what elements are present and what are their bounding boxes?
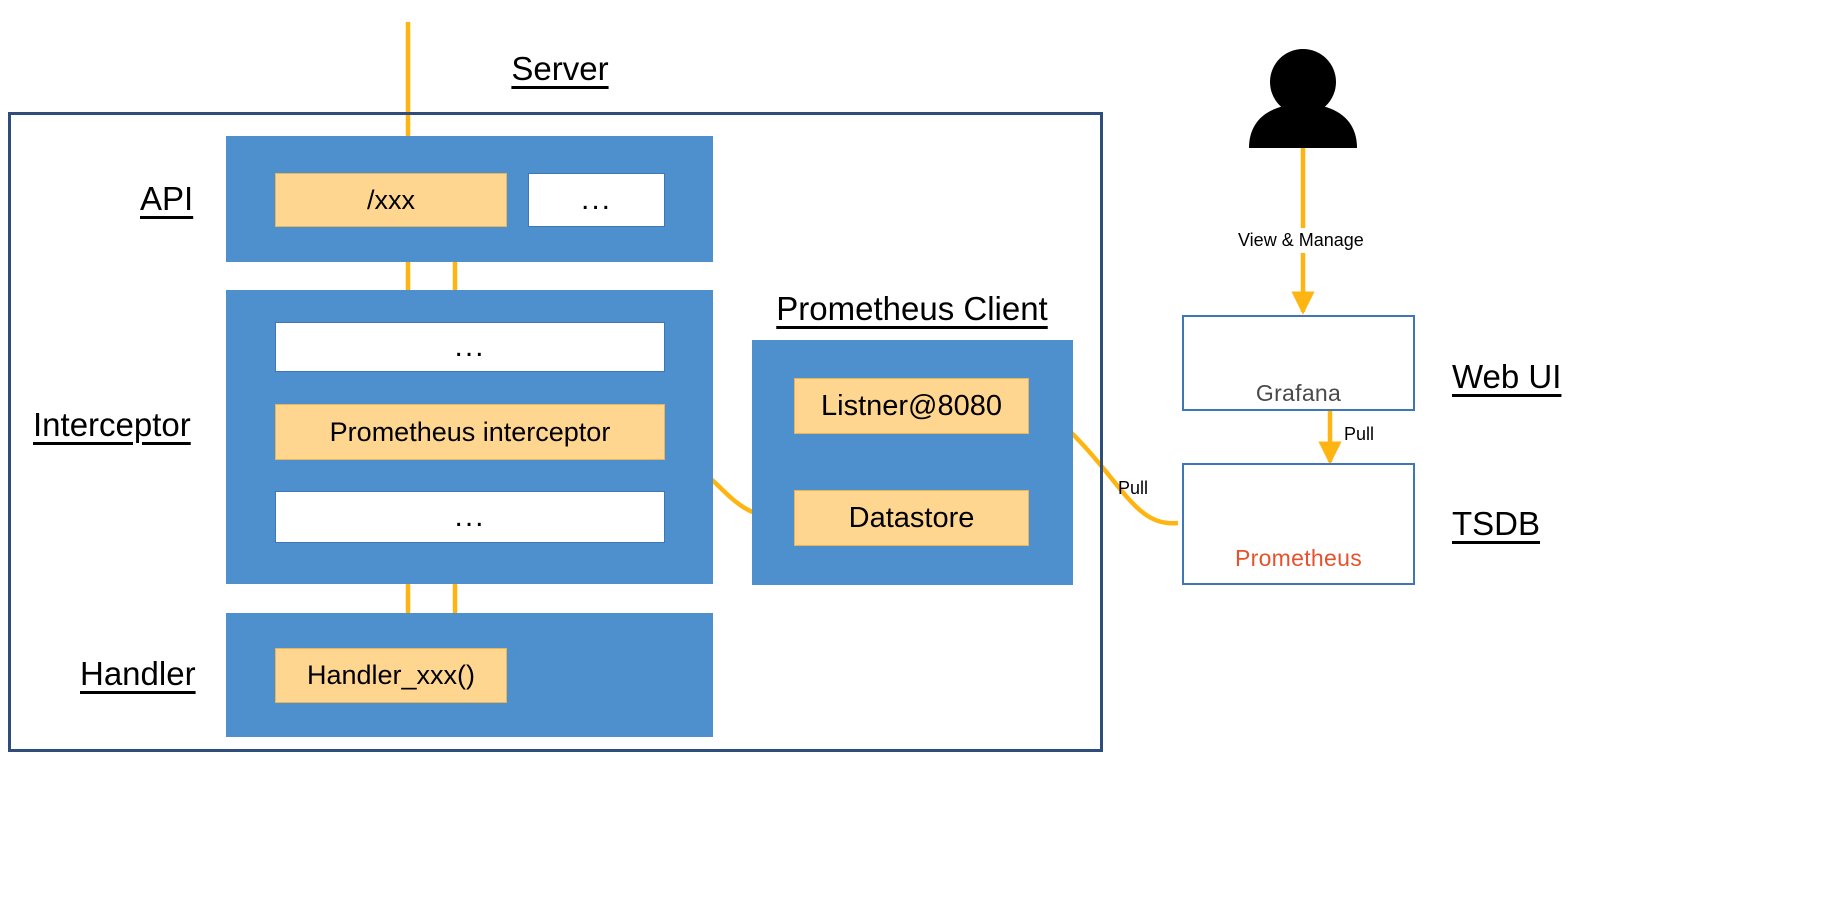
side-label-web-ui: Web UI: [1452, 358, 1562, 395]
listener-box[interactable]: Listner@8080: [794, 378, 1029, 434]
prometheus-card-label: Prometheus: [1234, 544, 1362, 571]
interceptor-box-lower-dots[interactable]: ...: [275, 491, 665, 543]
server-title: Server: [511, 50, 609, 87]
tier-label-interceptor: Interceptor: [33, 406, 191, 443]
edge-label-view-manage: View & Manage: [1238, 230, 1364, 251]
api-box-more[interactable]: ...: [528, 173, 665, 227]
handler-box-label: Handler_xxx(): [306, 660, 476, 690]
prometheus-client-band: [752, 340, 1073, 585]
interceptor-box-prometheus-label: Prometheus interceptor: [329, 416, 611, 447]
tier-label-api: API: [140, 180, 194, 217]
edge-label-view-manage-text: View & Manage: [1238, 230, 1364, 250]
interceptor-box-upper-dots[interactable]: ...: [275, 322, 665, 372]
prometheus-card[interactable]: Prometheus: [1182, 463, 1415, 585]
api-box-xxx-label: /xxx: [366, 184, 415, 215]
grafana-card-label: Grafana: [1255, 379, 1342, 406]
listener-box-label: Listner@8080: [821, 389, 1002, 422]
person-icon: [1249, 49, 1357, 148]
datastore-box[interactable]: Datastore: [794, 490, 1029, 546]
datastore-box-label: Datastore: [848, 501, 975, 534]
grafana-card[interactable]: Grafana: [1182, 315, 1415, 411]
prometheus-client-title: Prometheus Client: [776, 290, 1048, 327]
interceptor-box-lower-dots-label: ...: [454, 500, 486, 533]
api-box-xxx[interactable]: /xxx: [275, 173, 507, 227]
tier-label-handler: Handler: [80, 655, 196, 692]
interceptor-box-prometheus[interactable]: Prometheus interceptor: [275, 404, 665, 460]
interceptor-box-upper-dots-label: ...: [454, 330, 486, 363]
server-frame: [8, 112, 1103, 752]
edge-label-pull-grafana-text: Pull: [1344, 424, 1375, 444]
edge-label-pull-listener-text: Pull: [1118, 478, 1149, 498]
edge-label-pull-listener: Pull: [1118, 478, 1148, 499]
handler-box[interactable]: Handler_xxx(): [275, 648, 507, 703]
side-label-tsdb: TSDB: [1452, 505, 1541, 542]
edge-label-pull-grafana: Pull: [1344, 424, 1374, 445]
api-box-more-label: ...: [580, 183, 612, 216]
